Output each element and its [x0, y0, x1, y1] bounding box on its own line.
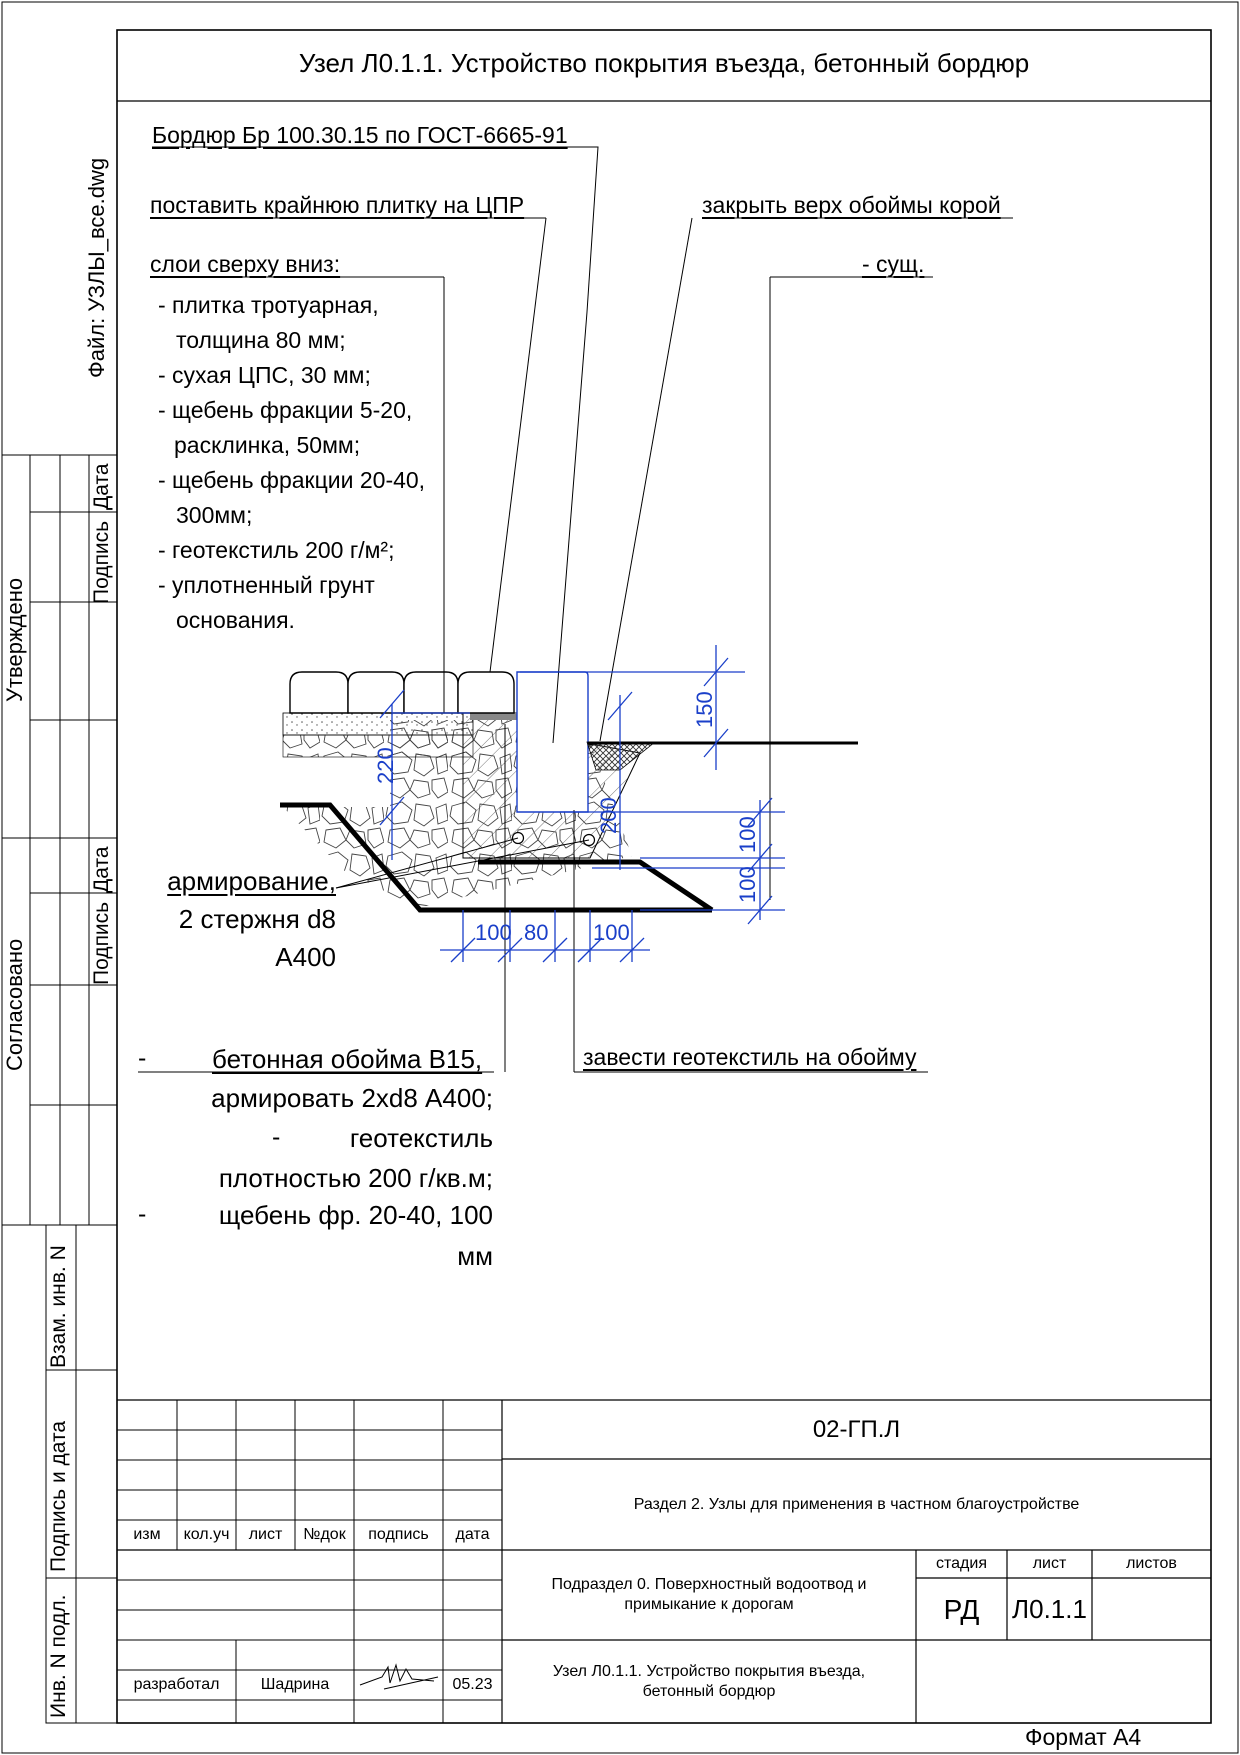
header-change: изм: [133, 1526, 161, 1543]
header-sheet: лист: [248, 1526, 283, 1543]
subsection-line: примыкание к дорогам: [624, 1596, 794, 1613]
paving-tiles: [289, 671, 515, 714]
callout-reinforcement: армирование, 2 стержня d8 А400: [150, 862, 336, 976]
layer-line: - геотекстиль 200 г/м²;: [158, 537, 395, 563]
section-name: Раздел 2. Узлы для применения в частном …: [633, 1495, 1080, 1513]
header-signature: подпись: [368, 1526, 429, 1543]
document-code: 02-ГП.Л: [812, 1415, 901, 1443]
bullet-dash: -: [272, 1123, 281, 1151]
node-line: бетонный бордюр: [642, 1682, 776, 1700]
developed-date: 05.23: [452, 1676, 493, 1693]
callout-geotextile: завести геотекстиль на обойму: [583, 1044, 917, 1070]
dim-100-lower: 100: [735, 866, 760, 903]
developer-name: Шадрина: [260, 1676, 330, 1693]
dim-220: 220: [373, 747, 398, 784]
shell-note-line: геотекстиль: [349, 1123, 493, 1153]
header-docnum: №док: [303, 1526, 346, 1543]
layer-line: расклинка, 50мм;: [174, 432, 361, 458]
callout-existing: - сущ.: [862, 251, 925, 277]
dim-150: 150: [692, 691, 717, 728]
reinforcement-line: армирование,: [167, 866, 336, 896]
layer-line: основания.: [176, 607, 295, 633]
signature-mark: [359, 1663, 439, 1690]
header-count: кол.уч: [183, 1526, 230, 1543]
callout-cover-top: закрыть верх обоймы корой: [702, 192, 1001, 218]
sheet-header: лист: [1032, 1555, 1067, 1572]
layer-line: - щебень фракции 20-40,: [158, 467, 426, 493]
layer-line: - плитка тротуарная,: [158, 292, 379, 318]
stage-header: стадия: [936, 1555, 987, 1572]
callout-concrete-shell: бетонная обойма В15,: [212, 1044, 483, 1074]
stage-value: РД: [943, 1593, 980, 1625]
callout-edge-tile: поставить крайнюю плитку на ЦПР: [150, 192, 525, 218]
layer-line: - уплотненный грунт: [158, 572, 375, 598]
dim-80: 80: [524, 920, 549, 945]
layers-list: - плитка тротуарная, толщина 80 мм; - су…: [158, 288, 425, 638]
shell-note-line: плотностью 200 г/кв.м;: [218, 1163, 493, 1193]
sheets-header: листов: [1126, 1555, 1177, 1572]
subsection-name: Подраздел 0. Поверхностный водоотвод и п…: [502, 1550, 916, 1640]
shell-note-line: армировать 2xd8 А400;: [211, 1083, 493, 1113]
developed-label: разработал: [133, 1676, 220, 1693]
sheet-value: Л0.1.1: [1012, 1593, 1087, 1624]
header-date: дата: [455, 1526, 490, 1543]
subsection-line: Подраздел 0. Поверхностный водоотвод и: [551, 1576, 867, 1593]
layers-title: слои сверху вниз:: [150, 251, 341, 277]
dimension-lines: [379, 645, 785, 963]
layer-line: - щебень фракции 5-20,: [158, 397, 413, 423]
bullet-dash: -: [138, 1044, 147, 1072]
sheets-value: [1092, 1578, 1211, 1640]
dim-100-upper: 100: [735, 816, 760, 853]
reinforcement-line: 2 стержня d8: [178, 904, 336, 934]
reinforcement-line: А400: [275, 942, 336, 972]
shell-note-line: щебень фр. 20-40, 100: [218, 1200, 493, 1230]
node-line: Узел Л0.1.1. Устройство покрытия въезда,: [552, 1662, 866, 1680]
format-label: Формат А4: [1025, 1724, 1142, 1750]
callout-curb: Бордюр Бр 100.30.15 по ГОСТ-6665-91: [152, 122, 568, 148]
node-name: Узел Л0.1.1. Устройство покрытия въезда,…: [502, 1640, 916, 1723]
layer-line: 300мм;: [176, 502, 253, 528]
bullet-dash: -: [138, 1200, 147, 1228]
dim-100-right: 100: [593, 920, 630, 945]
layer-line: - сухая ЦПС, 30 мм;: [158, 362, 371, 388]
drawing-title: Узел Л0.1.1. Устройство покрытия въезда,…: [298, 48, 1030, 78]
layer-line: толщина 80 мм;: [176, 327, 346, 353]
dim-200: 200: [596, 797, 621, 834]
dim-100-left: 100: [475, 920, 512, 945]
shell-note-line: мм: [457, 1241, 493, 1271]
